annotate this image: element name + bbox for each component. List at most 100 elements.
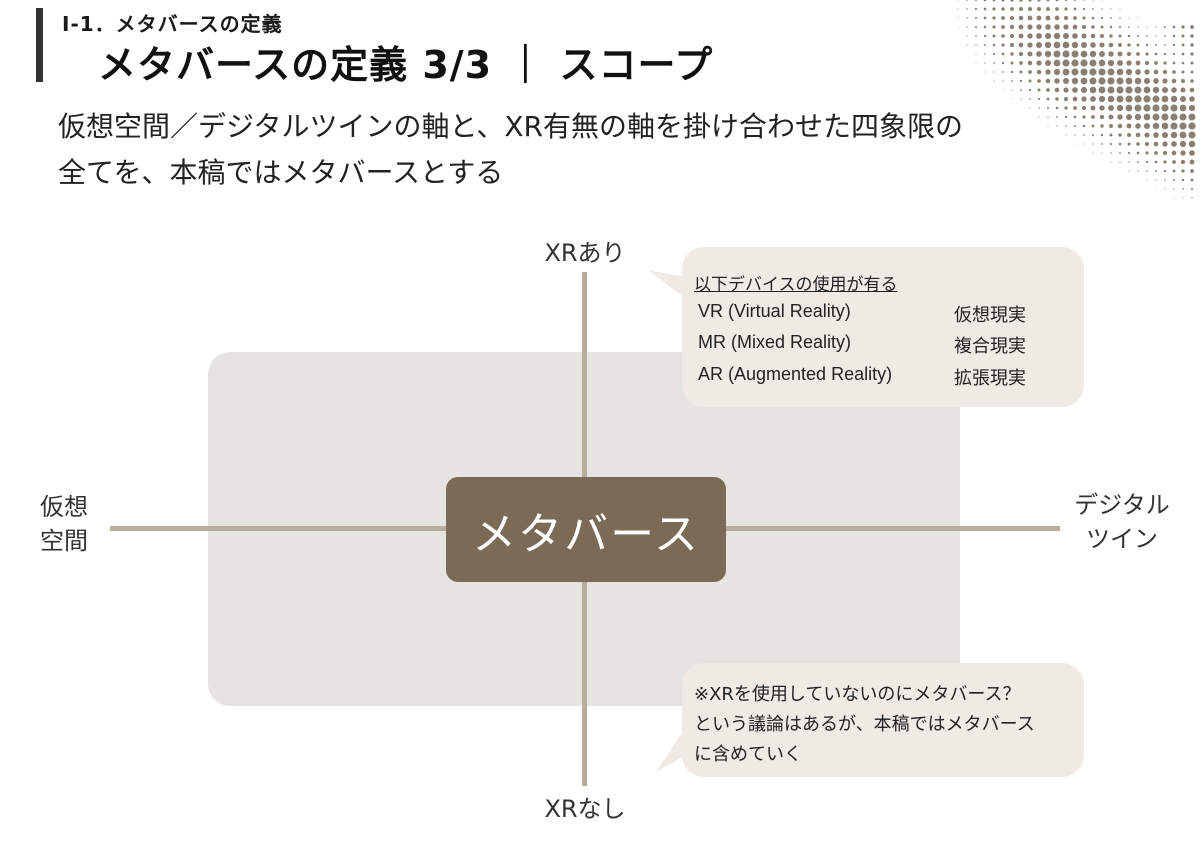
halftone-dot [1037, 97, 1041, 101]
halftone-dot [1119, 17, 1121, 19]
halftone-dot [1125, 86, 1133, 94]
halftone-dot [1180, 87, 1186, 93]
halftone-dot [1018, 24, 1024, 30]
halftone-dot [1161, 131, 1169, 139]
halftone-dot [1171, 78, 1177, 84]
halftone-dot [1190, 169, 1194, 173]
halftone-dot [1001, 34, 1005, 38]
halftone-dot [1118, 34, 1122, 38]
halftone-dot [1080, 59, 1088, 67]
halftone-dot [1188, 122, 1196, 130]
halftone-dot [1171, 87, 1177, 93]
subtitle-line-2: 全てを、本稿ではメタバースとする [58, 156, 504, 189]
halftone-dot [1172, 52, 1176, 56]
halftone-dot [1181, 169, 1185, 173]
halftone-dot [1172, 25, 1176, 29]
halftone-dot [966, 26, 968, 28]
axis-label-digital-twin: デジタル ツイン [1062, 488, 1182, 556]
halftone-dot [1010, 52, 1014, 56]
halftone-dot [1143, 122, 1151, 130]
halftone-dot [974, 0, 978, 2]
axis-label-digital-line-2: ツイン [1086, 525, 1158, 553]
halftone-dot [1161, 86, 1169, 94]
halftone-dot [1056, 125, 1058, 127]
halftone-dot [1118, 142, 1122, 146]
halftone-dot [1027, 6, 1033, 12]
halftone-dot [1161, 113, 1169, 121]
halftone-dot [1189, 96, 1195, 102]
halftone-dot [1098, 59, 1106, 67]
halftone-dot [1126, 51, 1132, 57]
halftone-dot [1127, 43, 1131, 47]
halftone-dot [1108, 105, 1114, 111]
halftone-dot [1081, 24, 1087, 30]
axis-label-xr-no: XRなし [544, 795, 626, 823]
title-accent-bar [36, 8, 43, 82]
halftone-dot [1037, 88, 1041, 92]
halftone-dot [1137, 161, 1139, 163]
halftone-dot [1179, 140, 1187, 148]
halftone-dot [1019, 70, 1023, 74]
halftone-dot [1090, 96, 1096, 102]
halftone-dot [1116, 86, 1124, 94]
halftone-dot [1036, 6, 1042, 12]
halftone-dot [1028, 79, 1032, 83]
halftone-dot [1099, 105, 1105, 111]
halftone-dot [992, 7, 996, 11]
halftone-dot [1155, 26, 1157, 28]
halftone-dot [1054, 15, 1060, 21]
halftone-dot [1172, 169, 1176, 173]
halftone-dot [1125, 68, 1133, 76]
halftone-dot [984, 71, 986, 73]
halftone-dot [1153, 132, 1159, 138]
halftone-dot [1108, 114, 1114, 120]
halftone-dot [966, 17, 968, 19]
halftone-dot [983, 0, 987, 2]
halftone-dot [1036, 69, 1042, 75]
halftone-dot [1107, 68, 1115, 76]
halftone-dot [1116, 77, 1124, 85]
halftone-dot [1153, 78, 1159, 84]
halftone-dot [1100, 25, 1104, 29]
note-line-2: という議論はあるが、本稿ではメタバース [694, 714, 1035, 735]
halftone-dot [1181, 43, 1185, 47]
halftone-dot [1143, 86, 1151, 94]
halftone-dot [1164, 188, 1166, 190]
halftone-dot [1173, 188, 1175, 190]
halftone-dot [1172, 34, 1176, 38]
halftone-dot [1145, 151, 1149, 155]
halftone-dot [1134, 95, 1142, 103]
halftone-dot [1117, 123, 1123, 129]
halftone-dot [1072, 24, 1078, 30]
halftone-dot [1072, 96, 1078, 102]
halftone-dot [1164, 35, 1166, 37]
halftone-dot [1053, 59, 1061, 67]
halftone-dot [1081, 96, 1087, 102]
halftone-dot [1143, 104, 1151, 112]
halftone-dot [1019, 61, 1023, 65]
halftone-dot [1146, 170, 1148, 172]
halftone-dot [1143, 113, 1151, 121]
device-callout-bubble [682, 247, 1084, 407]
halftone-dot [975, 44, 977, 46]
halftone-dot [1053, 50, 1061, 58]
halftone-dot [993, 62, 995, 64]
halftone-dot [1065, 134, 1067, 136]
halftone-dot [1146, 179, 1148, 181]
halftone-dot [1011, 98, 1013, 100]
halftone-dot [1110, 152, 1112, 154]
halftone-dot [1053, 32, 1061, 40]
halftone-dot [1170, 104, 1178, 112]
halftone-dot [1044, 50, 1052, 58]
halftone-dot [1173, 179, 1175, 181]
halftone-dot [1109, 25, 1113, 29]
halftone-dot [1171, 150, 1177, 156]
halftone-dot [1154, 160, 1158, 164]
halftone-dot [1082, 16, 1086, 20]
halftone-dot [1062, 68, 1070, 76]
halftone-dot [1190, 25, 1194, 29]
halftone-dot [1162, 69, 1168, 75]
halftone-dot [1136, 43, 1140, 47]
halftone-dot [1098, 68, 1106, 76]
halftone-dot [1091, 25, 1095, 29]
